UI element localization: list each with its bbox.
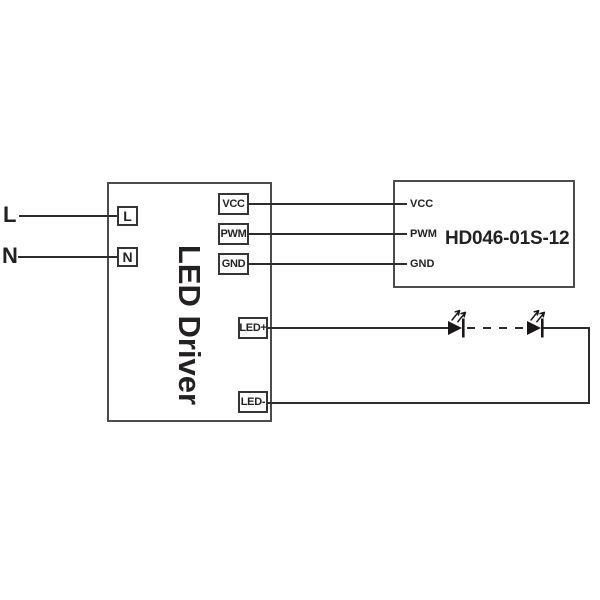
module-part-number: HD046-01S-12 — [445, 228, 570, 249]
diode-triangle — [527, 321, 541, 335]
led-icon — [527, 309, 546, 338]
wire-led-positive — [267, 327, 452, 329]
wire-led-positive-end — [543, 327, 590, 329]
diode-cathode-bar — [462, 318, 465, 338]
led-driver-title: LED Driver — [172, 244, 207, 406]
terminal-pwm-label: PWM — [220, 228, 247, 240]
terminal-gnd: GND — [218, 253, 249, 275]
terminal-neutral-label: N — [122, 249, 133, 265]
light-emission-arrow-icon — [530, 309, 540, 321]
terminal-led-positive: LED+ — [238, 317, 268, 339]
terminal-gnd-label: GND — [221, 258, 246, 270]
terminal-neutral: N — [117, 247, 138, 267]
mains-neutral-label: N — [2, 243, 18, 268]
led-driver-box — [107, 182, 272, 422]
terminal-live: L — [117, 206, 138, 226]
terminal-led-negative-label: LED- — [240, 396, 266, 408]
diode-cathode-bar — [541, 318, 544, 338]
terminal-vcc-label: VCC — [222, 198, 245, 210]
module-pin-vcc: VCC — [410, 198, 434, 210]
terminal-led-negative: LED- — [238, 391, 268, 413]
mains-live-label: L — [3, 202, 17, 227]
light-emission-arrow-icon — [536, 311, 546, 323]
light-emission-arrow-icon — [451, 309, 461, 321]
wire-gnd — [248, 263, 407, 265]
wire-neutral — [18, 256, 118, 258]
wire-vcc — [248, 203, 407, 205]
module-pin-gnd: GND — [410, 258, 435, 270]
terminal-pwm: PWM — [218, 223, 249, 245]
led-icon — [448, 309, 467, 338]
wire-live — [19, 215, 118, 217]
light-emission-arrow-icon — [457, 311, 467, 323]
diode-triangle — [448, 321, 462, 335]
terminal-led-positive-label: LED+ — [239, 322, 267, 334]
wire-pwm — [248, 233, 407, 235]
wire-led-string-continuation — [467, 327, 526, 329]
terminal-vcc: VCC — [218, 193, 249, 215]
wire-led-return-path — [267, 328, 590, 404]
module-pin-pwm: PWM — [410, 228, 437, 240]
terminal-live-label: L — [123, 208, 132, 224]
